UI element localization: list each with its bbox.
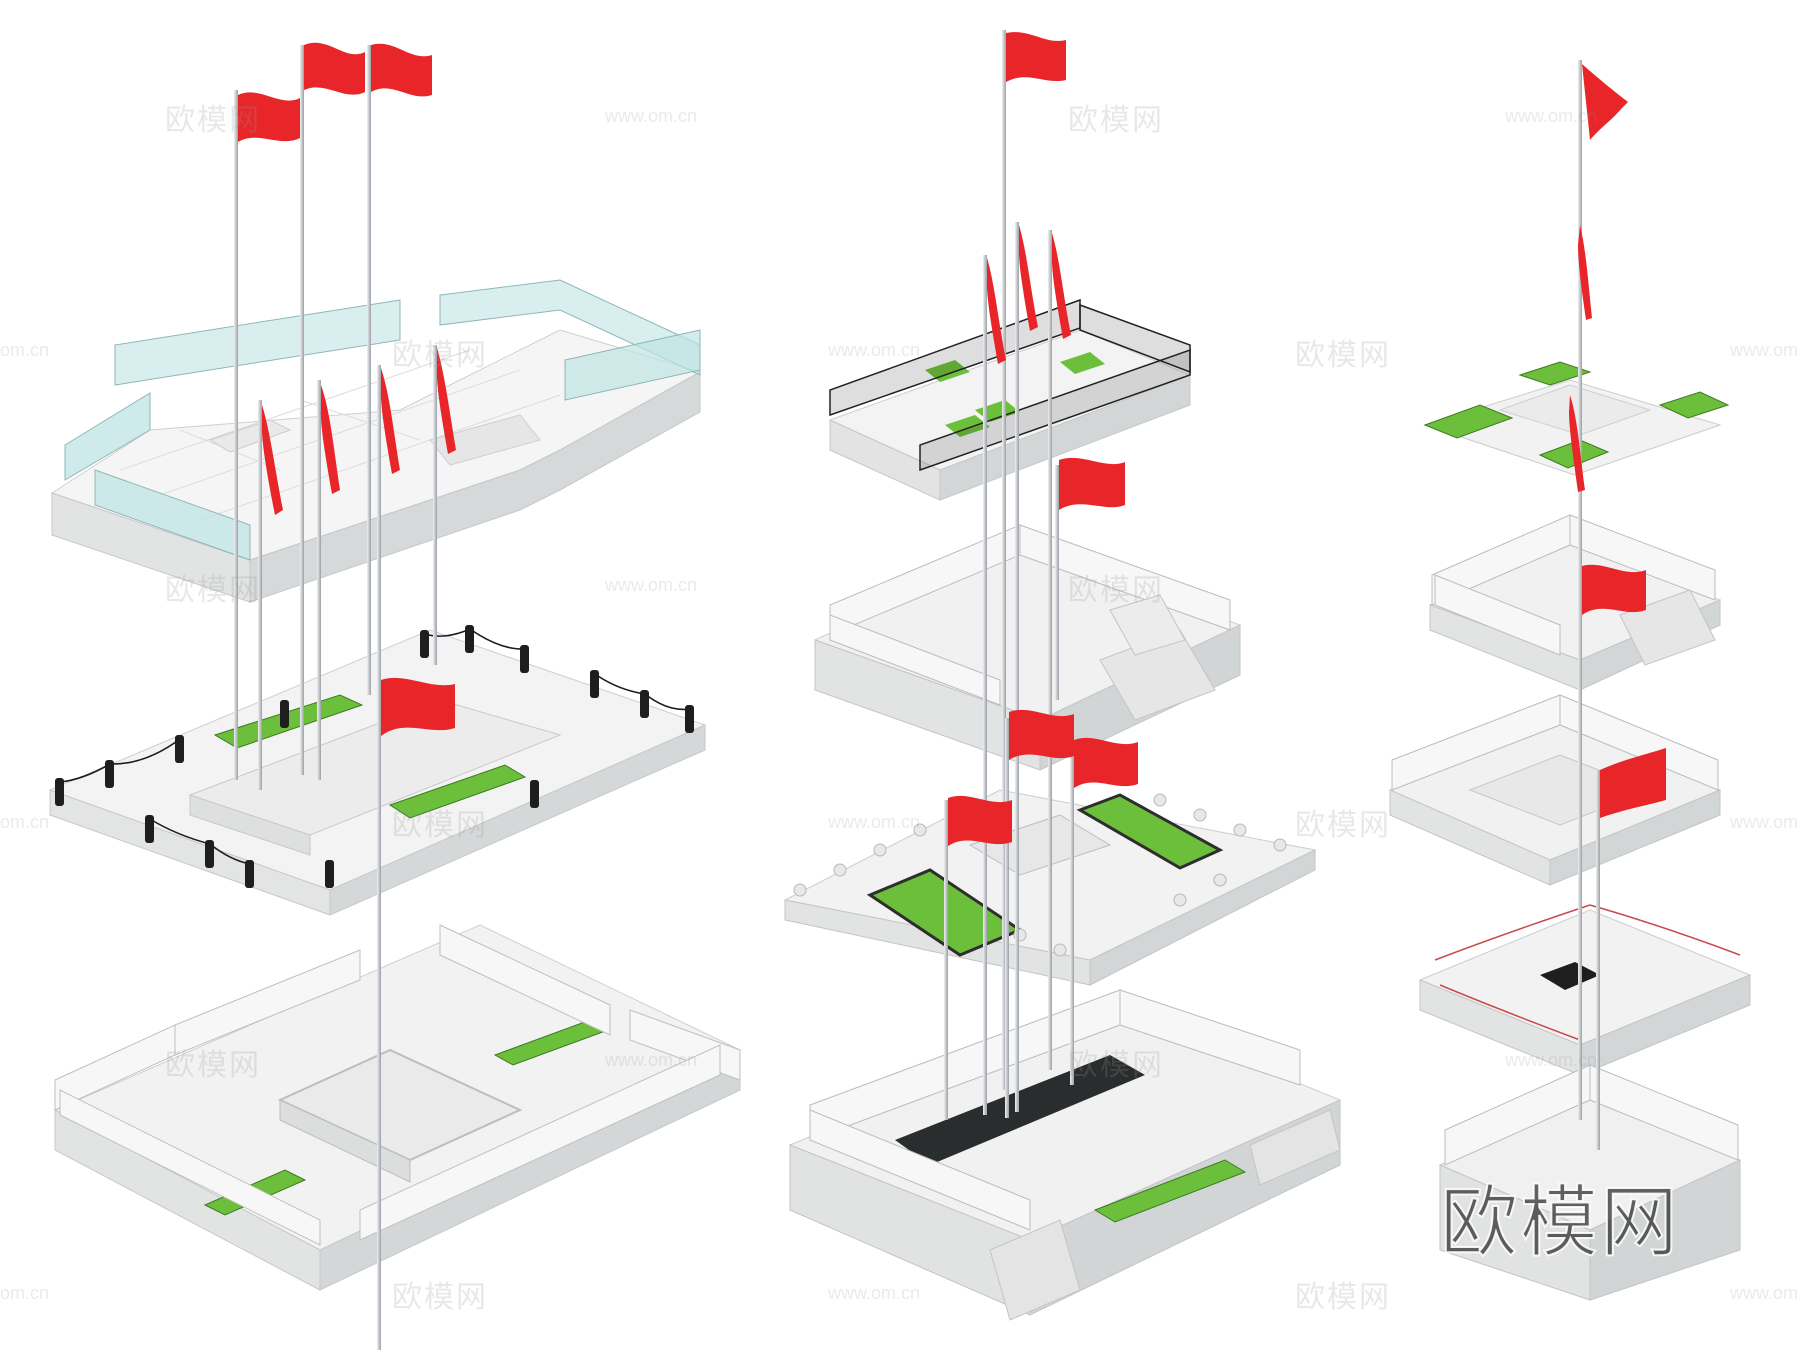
- dark-strip-balustrade-platform: [788, 989, 1342, 1321]
- middle-flags: [944, 30, 1138, 1120]
- left-flags: [234, 42, 456, 1350]
- stone-balustrade-platform: [53, 924, 742, 1291]
- rope-barrier-square-platform: [1418, 904, 1752, 1076]
- chain-bollard-platform: [48, 625, 707, 916]
- ornate-balustrade-square-platform: [1428, 514, 1722, 691]
- glass-rail-platform: [50, 279, 702, 603]
- stepped-balustrade-square-platform: [1388, 694, 1722, 886]
- right-flags: [1569, 60, 1666, 1150]
- black-fence-platform: [828, 298, 1192, 501]
- stepped-balustrade-base: [1438, 1064, 1742, 1301]
